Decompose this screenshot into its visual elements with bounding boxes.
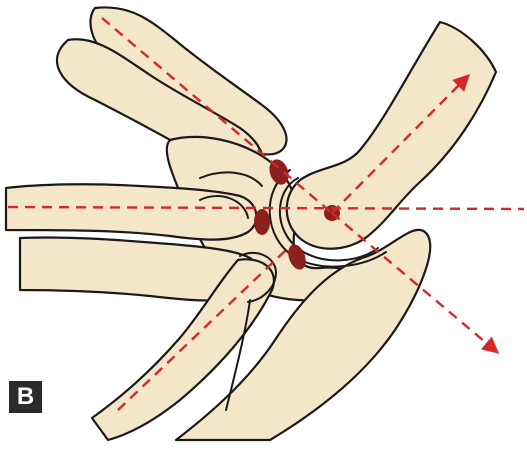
bone-upper-right: [287, 22, 496, 249]
contact-spot-middle: [254, 209, 270, 235]
bone-middle-left-upper: [6, 184, 256, 239]
panel-label: B: [9, 381, 42, 413]
